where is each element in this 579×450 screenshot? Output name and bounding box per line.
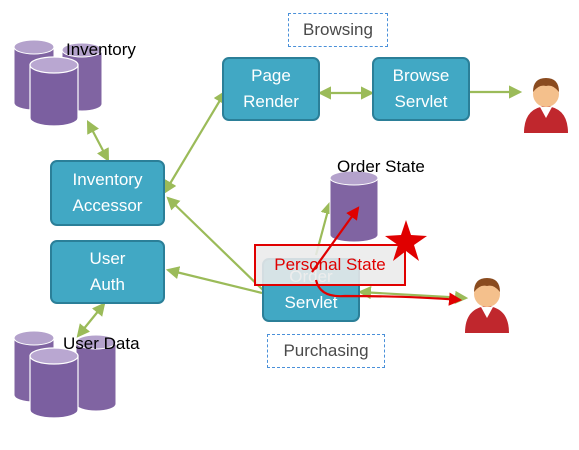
connector-accessor-to-page-render	[163, 90, 227, 194]
page-render-node: Page Render	[222, 57, 320, 121]
personal-state-highlight: Personal State	[254, 244, 406, 286]
user-icon	[465, 278, 509, 333]
user-auth-line-1: User	[89, 249, 126, 268]
connector-inventory-to-accessor	[86, 120, 110, 162]
inventory-label: Inventory	[66, 40, 136, 59]
user-auth-node: User Auth	[50, 240, 165, 304]
personal-state-to-order-state-arrow	[311, 206, 360, 273]
user-auth-line-2: Auth	[90, 275, 125, 294]
page-render-line-1: Page	[251, 66, 291, 85]
purchasing-group-label: Purchasing	[267, 334, 385, 368]
user-data-label: User Data	[63, 334, 140, 353]
order-servlet-line-2: Servlet	[284, 293, 338, 312]
browsing-group-label: Browsing	[288, 13, 388, 47]
connector-order-to-user	[357, 286, 469, 304]
inventory-accessor-line-1: Inventory	[72, 170, 143, 189]
star-icon	[385, 220, 427, 261]
database-icon	[13, 330, 117, 419]
database-icon	[13, 39, 103, 127]
inventory-accessor-line-2: Accessor	[72, 196, 143, 215]
browse-servlet-line-1: Browse	[392, 66, 450, 85]
connector-accessor-to-order	[166, 196, 266, 293]
browse-servlet-line-2: Servlet	[394, 92, 448, 111]
browse-servlet-node: Browse Servlet	[372, 57, 470, 121]
connector-user-auth-to-order	[165, 266, 263, 295]
connector-user-auth-to-user-data	[76, 302, 106, 338]
order-state-label: Order State	[337, 157, 425, 176]
page-render-line-2: Render	[243, 92, 299, 111]
user-icon	[524, 78, 568, 133]
personal-state-to-user-arrow	[314, 279, 463, 306]
inventory-accessor-node: Inventory Accessor	[50, 160, 165, 226]
